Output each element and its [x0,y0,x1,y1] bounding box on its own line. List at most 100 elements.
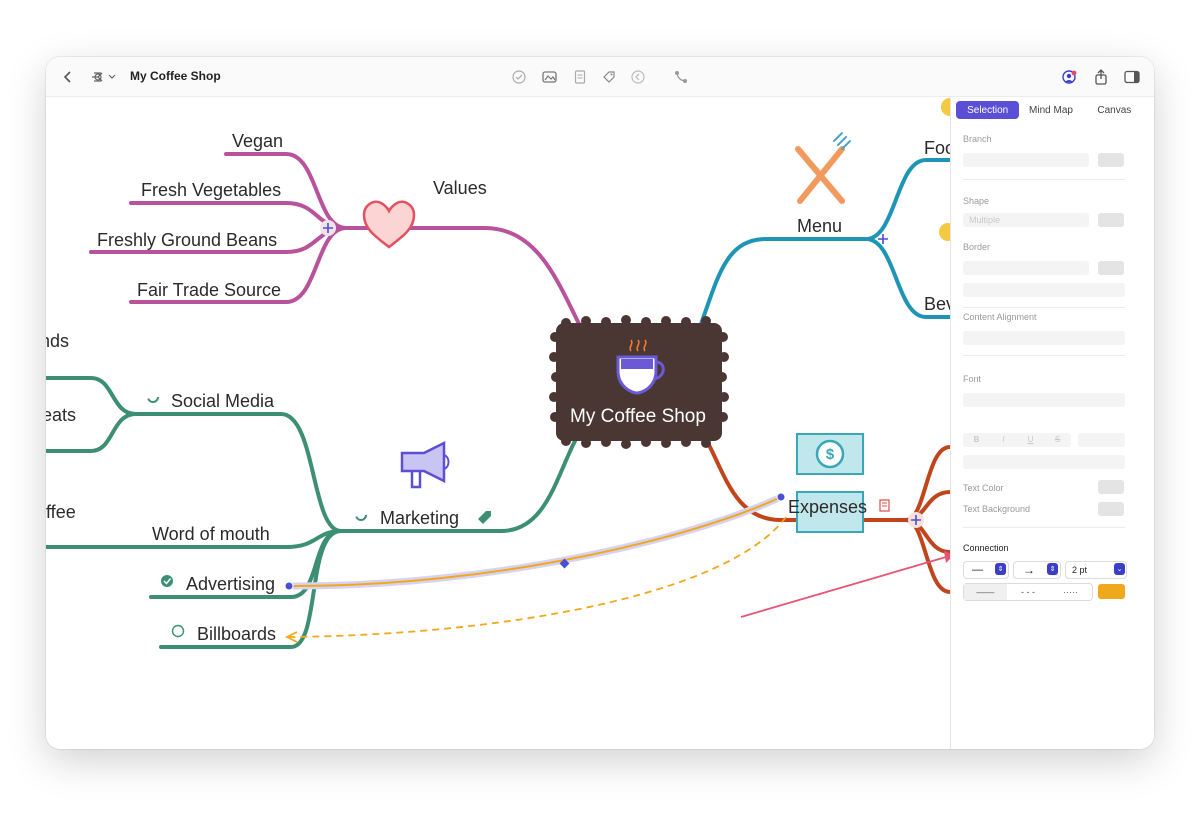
chevron-left-icon[interactable] [58,67,78,87]
sidebar-icon[interactable] [1122,67,1142,87]
marketing-label[interactable]: Marketing [380,508,459,528]
connection-dash-style-control[interactable]: —— - - - ····· [963,583,1093,601]
text-color-swatch[interactable] [1098,480,1124,494]
values-branch [89,152,581,326]
fork-knife-icon [795,132,851,204]
shape-color-swatch[interactable] [1098,213,1124,227]
connection-line-glyph: — [972,564,983,576]
content-alignment-control[interactable] [963,331,1125,345]
note-icon[interactable] [570,67,590,87]
connection-label: Connection [963,543,1009,553]
underline-button[interactable]: U [1027,435,1034,444]
divider [963,355,1125,356]
link-icon[interactable] [628,67,648,87]
chevron-down-icon: ⌄ [1114,563,1125,575]
megaphone-icon [400,440,450,489]
stepper-icon: ⇕ [1047,563,1058,575]
expenses-label[interactable]: Expenses [788,497,867,517]
mindmap-icon[interactable] [88,67,118,87]
connection-icon[interactable] [671,67,691,87]
dashed-connection[interactable] [288,516,787,638]
connection-width-value: 2 pt [1072,565,1088,575]
menu-item-beverages-partial[interactable]: Bev [924,294,950,314]
menu-label[interactable]: Menu [797,216,842,236]
toolbar: My Coffee Shop [46,57,1154,97]
inspector-tabs: Selection Mind Map Canvas [956,101,1146,119]
values-item-freshly-ground-beans[interactable]: Freshly Ground Beans [97,230,277,250]
values-item-fresh-vegetables[interactable]: Fresh Vegetables [141,180,281,200]
tag-badge-icon [478,511,491,524]
branch-style-field[interactable] [963,153,1089,167]
values-item-fair-trade-source[interactable]: Fair Trade Source [137,280,281,300]
menu-add-button[interactable] [878,234,888,244]
font-size-select[interactable] [1078,433,1125,447]
image-icon[interactable] [540,67,560,87]
values-add-button[interactable] [320,220,336,236]
dash-style-dotted[interactable]: ····· [1063,587,1079,597]
border-color-swatch[interactable] [1098,261,1124,275]
divider [963,307,1125,308]
dollar-bill-icon: $ [796,433,864,533]
svg-text:$: $ [826,446,835,463]
text-background-swatch[interactable] [1098,502,1124,516]
connection-line[interactable] [288,496,782,588]
dashed-connection-arrow [284,631,298,643]
offscreen-item-2[interactable]: eats [46,405,76,425]
document-title: My Coffee Shop [130,69,221,83]
progress-icon-social [147,391,159,403]
tab-selection[interactable]: Selection [956,101,1020,119]
font-select[interactable] [963,393,1125,407]
stepper-icon: ⇕ [995,563,1006,575]
marketing-item-advertising[interactable]: Advertising [186,574,275,594]
border-style-field[interactable] [963,283,1125,297]
values-item-vegan[interactable]: Vegan [232,131,283,151]
checkmark-icon[interactable] [509,67,529,87]
marketing-item-word-of-mouth[interactable]: Word of mouth [152,524,270,544]
text-style-buttons[interactable]: B I U S [963,433,1071,447]
dash-style-dashed[interactable]: - - - [1021,587,1035,597]
divider [963,527,1125,528]
expenses-add-button[interactable] [908,512,924,528]
connection-color-swatch[interactable] [1098,584,1125,599]
values-label[interactable]: Values [433,178,487,198]
tab-canvas[interactable]: Canvas [1097,104,1132,116]
text-background-label: Text Background [963,504,1031,514]
inspector-panel: Selection Mind Map Canvas Branch Shape M… [950,97,1154,749]
mindmap-canvas[interactable]: $ My Coffee Shop Values Vegan Fresh Veg [46,97,950,749]
divider [963,179,1125,180]
marketing-item-billboards[interactable]: Billboards [197,624,276,644]
connection-arrow-glyph: → [1023,563,1035,577]
strikethrough-button[interactable]: S [1054,435,1061,444]
root-label[interactable]: My Coffee Shop [570,406,706,427]
coffee-cup-icon [616,339,665,395]
connection-line-style-select[interactable]: — ⇕ [963,561,1009,579]
selected-connection[interactable] [285,493,785,590]
branch-color-swatch[interactable] [1098,153,1124,167]
content-alignment-label: Content Alignment [963,312,1037,322]
offscreen-item-3[interactable]: offee [46,502,76,522]
text-alignment-control[interactable] [963,455,1125,469]
tag-icon[interactable] [599,67,619,87]
connection-midpoint[interactable] [559,558,570,569]
tab-mind-map[interactable]: Mind Map [1029,104,1073,116]
offscreen-item-1[interactable]: nds [46,331,69,351]
menu-branch [699,158,950,326]
share-icon[interactable] [1091,67,1111,87]
bold-button[interactable]: B [973,435,980,444]
shape-value: Multiple [969,215,1001,225]
branch-label: Branch [963,134,992,144]
checkmark-done-icon [161,575,173,587]
menu-item-food-partial[interactable]: Foo [924,138,950,158]
marketing-item-social-media[interactable]: Social Media [171,391,275,411]
connection-handle-start[interactable] [776,492,786,502]
connection-width-select[interactable]: 2 pt ⌄ [1065,561,1127,579]
shape-select[interactable]: Multiple [963,213,1089,227]
note-badge-icon [879,499,890,512]
border-select[interactable] [963,261,1089,275]
connection-handle-end[interactable] [284,581,294,591]
connection-arrow-select[interactable]: → ⇕ [1013,561,1061,579]
italic-button[interactable]: I [1002,435,1005,444]
beverage-icon-partial [939,223,950,241]
dash-style-solid[interactable]: —— [964,584,1007,600]
collaborate-icon[interactable] [1059,67,1079,87]
